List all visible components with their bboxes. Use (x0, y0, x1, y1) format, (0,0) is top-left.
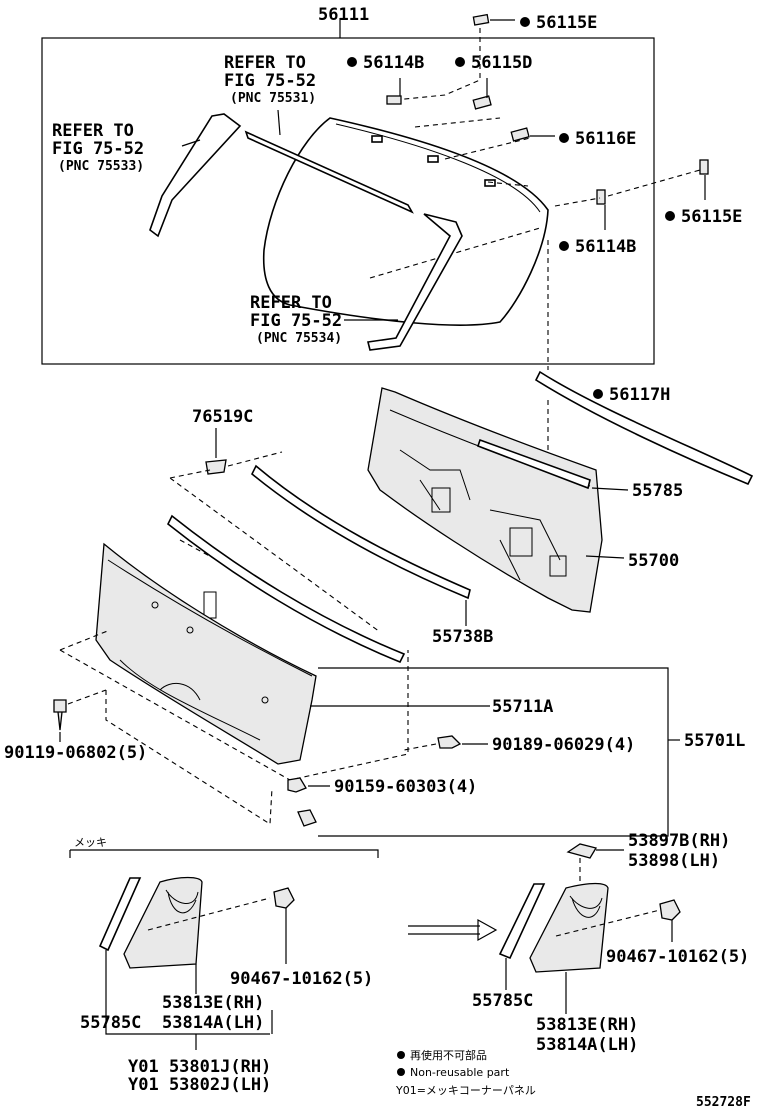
clip-bottom (297, 809, 317, 827)
label-55785: 55785 (632, 481, 683, 501)
label-76519c: 76519C (192, 407, 253, 427)
svg-text:FIG 75-52: FIG 75-52 (52, 139, 144, 159)
svg-text:(PNC 75533): (PNC 75533) (58, 159, 144, 174)
label-56115e-right: 56115E (681, 207, 742, 227)
label-56116e: 56116E (575, 129, 636, 149)
legend-jp: 再使用不可部品 (410, 1048, 487, 1062)
arrow-icon (408, 918, 498, 942)
refer-note-75534: REFER TO FIG 75-52 (PNC 75534) (250, 293, 342, 346)
label-90119: 90119-06802(5) (4, 743, 147, 763)
label-53813e-left: 53813E(RH) (162, 993, 264, 1013)
label-56111: 56111 (318, 5, 369, 25)
label-53898: 53898(LH) (628, 851, 720, 871)
refer-note-75533: REFER TO FIG 75-52 (PNC 75533) (52, 121, 144, 174)
clip-90467-right (659, 899, 681, 921)
figure-id: 552728F (696, 1095, 751, 1110)
corner-panel-right (529, 882, 609, 973)
clip-76519c (205, 459, 227, 475)
svg-text:(PNC 75534): (PNC 75534) (256, 331, 342, 346)
label-55711a: 55711A (492, 697, 553, 717)
strip-56117h (534, 370, 754, 486)
back-door-panel (95, 542, 317, 765)
label-90159: 90159-60303(4) (334, 777, 477, 797)
label-56115e-top: 56115E (536, 13, 597, 33)
label-55785c-right: 55785C (472, 991, 533, 1011)
label-metsuki: メッキ (74, 836, 107, 849)
legend-en: Non-reusable part (410, 1066, 510, 1079)
refer-note-75531: REFER TO FIG 75-52 (PNC 75531) (224, 53, 316, 106)
windshield-glass (262, 117, 549, 326)
molding-55785c-left (98, 877, 142, 952)
label-90467-left: 90467-10162(5) (230, 969, 373, 989)
top-molding (244, 130, 414, 214)
label-90467-right: 90467-10162(5) (606, 947, 749, 967)
label-53813e-right: 53813E(RH) (536, 1015, 638, 1035)
label-56114b-top: 56114B (363, 53, 424, 73)
label-y01-53802j: Y01 53802J(LH) (128, 1075, 271, 1095)
cowl-panel (367, 387, 603, 613)
label-y01-53801j: Y01 53801J(RH) (128, 1057, 271, 1077)
label-56115d: 56115D (471, 53, 532, 73)
screw-90189 (437, 735, 462, 749)
label-56114b-right: 56114B (575, 237, 636, 257)
svg-text:FIG 75-52: FIG 75-52 (224, 71, 316, 91)
corner-panel-left (123, 876, 203, 969)
label-55785c-left: 55785C (80, 1013, 141, 1033)
label-53897b: 53897B(RH) (628, 831, 730, 851)
label-53814a-right: 53814A(LH) (536, 1035, 638, 1055)
svg-text:REFER TO: REFER TO (250, 293, 332, 313)
weatherstrip-55738b (250, 464, 471, 600)
label-55738b: 55738B (432, 627, 493, 647)
label-53814a-left: 53814A(LH) (162, 1013, 264, 1033)
glass-assembly-box (41, 37, 655, 365)
strip-55785 (476, 438, 591, 490)
trim-strip (166, 514, 406, 664)
svg-text:FIG 75-52: FIG 75-52 (250, 311, 342, 331)
molding-55785c-right (498, 883, 546, 960)
svg-text:REFER TO: REFER TO (52, 121, 134, 141)
left-side-molding (149, 113, 242, 238)
screw-90119 (53, 699, 67, 731)
svg-text:REFER TO: REFER TO (224, 53, 306, 73)
label-55701l: 55701L (684, 731, 745, 751)
label-55700: 55700 (628, 551, 679, 571)
screw-90159 (287, 777, 307, 793)
right-side-molding (367, 213, 463, 351)
legend-y01: Y01=メッキコーナーパネル (395, 1084, 536, 1097)
clip-90467-left (273, 887, 295, 909)
svg-text:(PNC 75531): (PNC 75531) (230, 91, 316, 106)
clip-53897b (566, 843, 598, 859)
label-56117h: 56117H (609, 385, 670, 405)
label-90189: 90189-06029(4) (492, 735, 635, 755)
